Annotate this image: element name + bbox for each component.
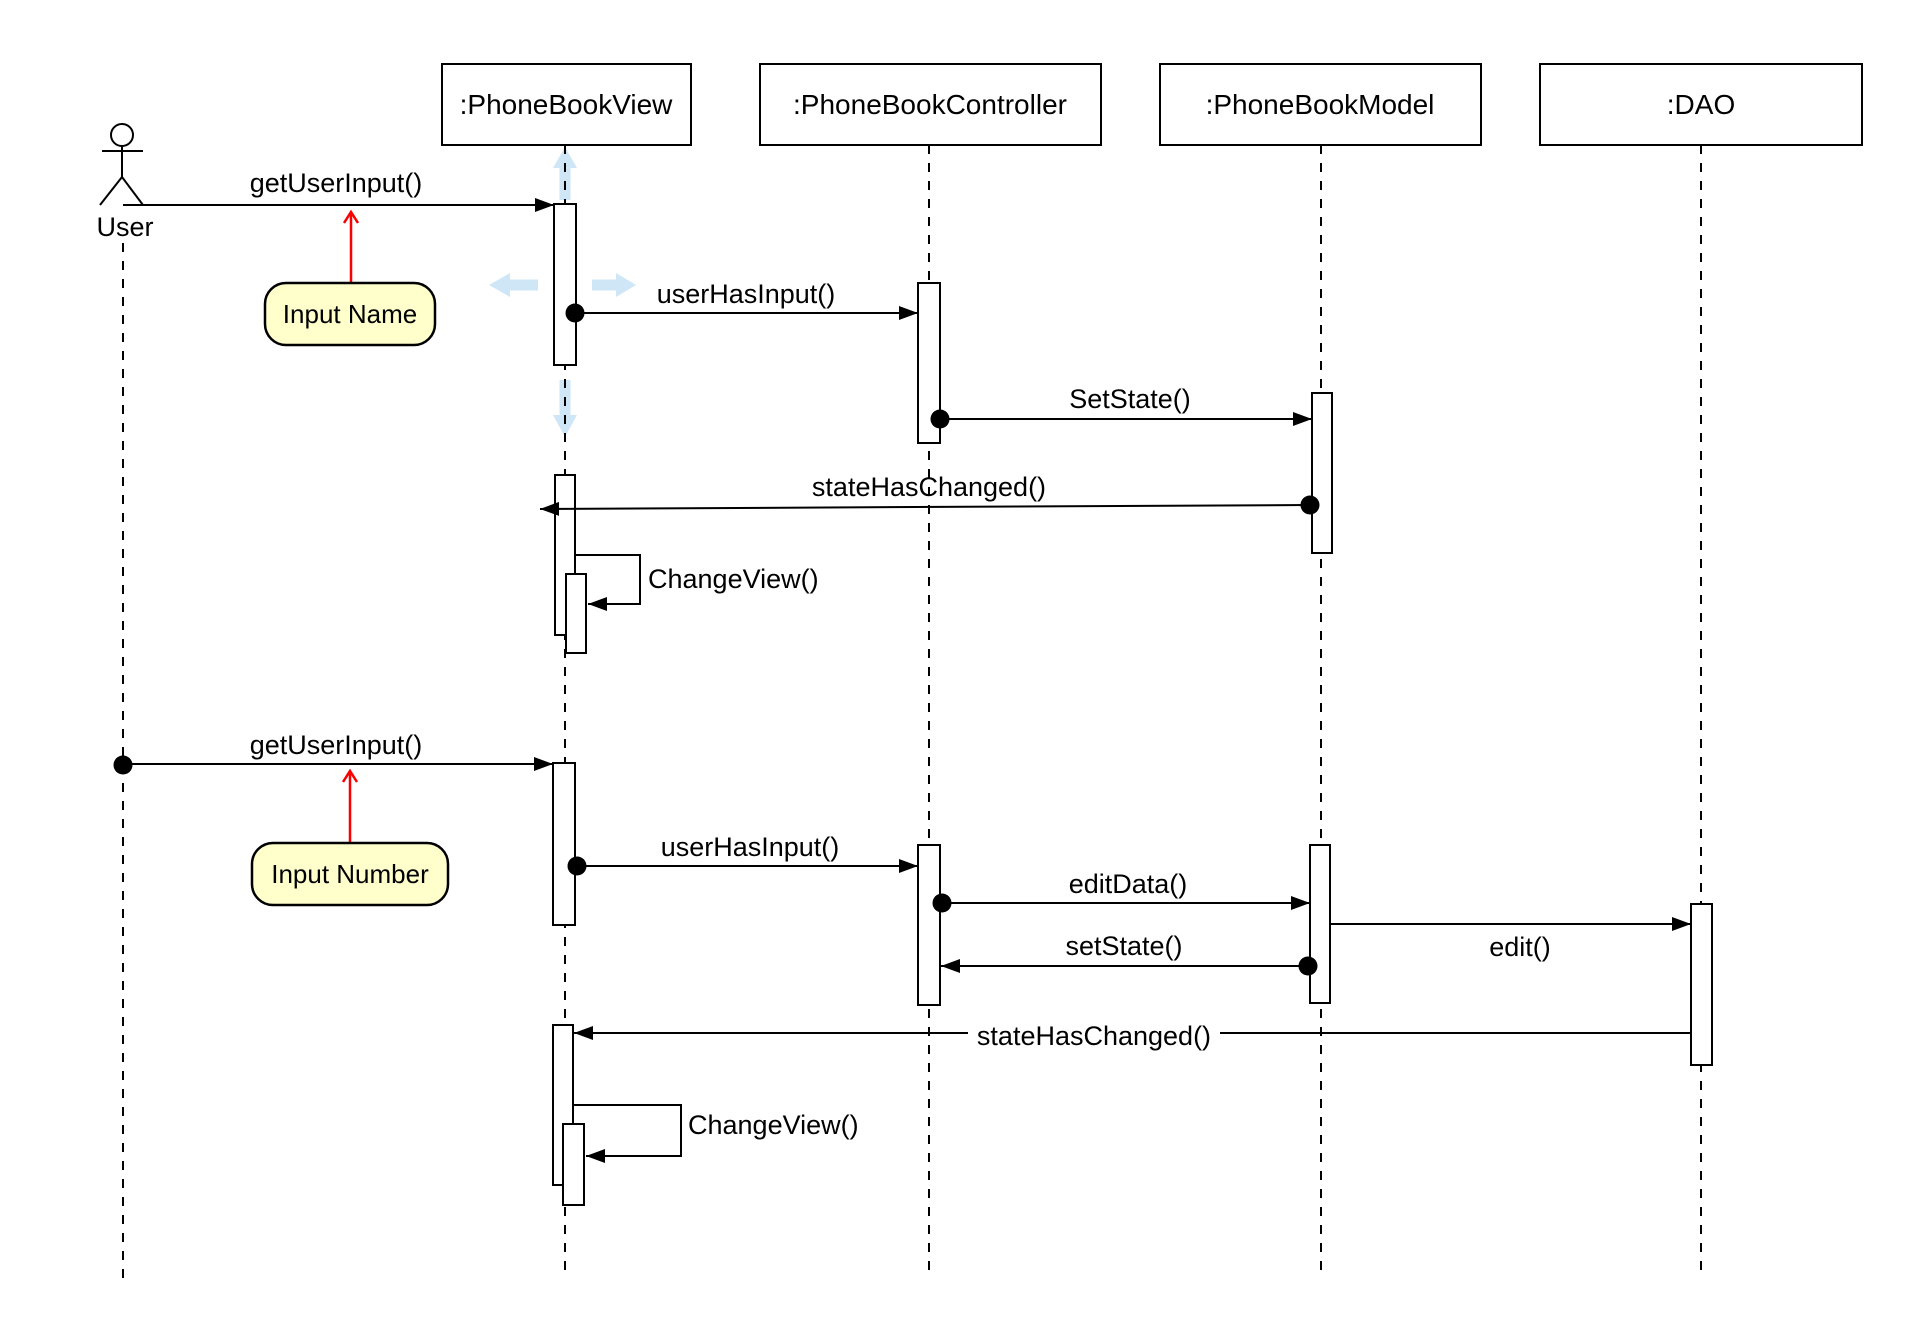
move-left-icon[interactable]	[489, 273, 538, 297]
activation-bar-model-1[interactable]	[1311, 392, 1333, 554]
message-changeview-1[interactable]: ChangeView()	[575, 554, 819, 611]
message-label: setState()	[1065, 931, 1182, 961]
message-label: editData()	[1069, 869, 1188, 899]
note-box[interactable]	[250, 841, 450, 907]
message-setstate-2[interactable]: setState()	[941, 931, 1308, 973]
message-edit[interactable]: edit()	[1330, 917, 1691, 962]
message-origin-dot	[1298, 956, 1318, 976]
note-input-name[interactable]: Input Name	[263, 209, 437, 347]
message-label: userHasInput()	[661, 832, 840, 862]
note-label: Input Number	[271, 859, 429, 889]
message-changeview-2[interactable]: ChangeView()	[573, 1104, 859, 1163]
activation-bar-view-3[interactable]	[552, 762, 576, 926]
message-userhasinput-2[interactable]: userHasInput()	[577, 832, 918, 873]
participant-box[interactable]	[1539, 63, 1863, 146]
move-up-icon[interactable]	[553, 147, 577, 200]
message-label: ChangeView()	[648, 564, 819, 594]
message-statehaschanged-1[interactable]: stateHasChanged()	[539, 472, 1311, 516]
message-origin-dot	[565, 303, 585, 323]
participant-label: :PhoneBookView	[460, 89, 674, 120]
move-right-icon[interactable]	[592, 273, 636, 297]
message-line[interactable]	[539, 501, 1311, 516]
message-origin-dot	[567, 856, 587, 876]
message-origin-dot	[113, 755, 133, 775]
actor-icon[interactable]	[99, 123, 144, 206]
message-label: getUserInput()	[250, 730, 423, 760]
note-input-number[interactable]: Input Number	[250, 768, 450, 907]
message-label-background	[968, 1018, 1220, 1056]
message-origin-dot	[930, 409, 950, 429]
message-label: stateHasChanged()	[977, 1021, 1211, 1051]
message-origin-dot	[932, 893, 952, 913]
participant-phonebookmodel[interactable]: :PhoneBookModel	[1159, 63, 1482, 146]
message-label: userHasInput()	[657, 279, 836, 309]
participant-box[interactable]	[441, 63, 692, 146]
participant-label: :DAO	[1667, 89, 1735, 120]
activation-bar-view-1[interactable]	[553, 203, 577, 366]
message-getuserinput-1[interactable]: getUserInput()	[123, 168, 554, 212]
participant-dao[interactable]: :DAO	[1539, 63, 1863, 146]
actor-label: User	[96, 212, 153, 242]
actor-user[interactable]: User	[96, 123, 154, 242]
message-setstate-1[interactable]: SetState()	[940, 384, 1312, 426]
activation-bar-model-2[interactable]	[1309, 844, 1331, 1004]
message-origin-dot	[1300, 495, 1320, 515]
move-down-icon[interactable]	[553, 380, 577, 437]
message-editdata[interactable]: editData()	[942, 869, 1310, 910]
activation-bar-controller-1[interactable]	[917, 282, 941, 444]
note-box[interactable]	[263, 281, 437, 347]
message-label: stateHasChanged()	[812, 472, 1046, 502]
participant-box[interactable]	[759, 63, 1102, 146]
message-userhasinput-1[interactable]: userHasInput()	[575, 279, 918, 320]
message-statehaschanged-2[interactable]: stateHasChanged()	[574, 1018, 1691, 1056]
message-getuserinput-2[interactable]: getUserInput()	[123, 730, 553, 771]
note-label: Input Name	[283, 299, 417, 329]
activation-bar-view-4-nested[interactable]	[562, 1123, 585, 1206]
message-label: edit()	[1489, 932, 1551, 962]
message-origin-dots	[113, 303, 1320, 976]
move-affordance-arrows	[489, 147, 636, 437]
participant-box[interactable]	[1159, 63, 1482, 146]
activation-bar-view-2-nested[interactable]	[565, 573, 587, 654]
participant-phonebookcontroller[interactable]: :PhoneBookController	[759, 63, 1102, 146]
self-message-line[interactable]	[573, 1104, 682, 1163]
activation-bar-dao[interactable]	[1690, 903, 1713, 1066]
message-label: SetState()	[1069, 384, 1191, 414]
participant-phonebookview[interactable]: :PhoneBookView	[441, 63, 692, 146]
self-message-line[interactable]	[575, 554, 641, 611]
message-label: ChangeView()	[688, 1110, 859, 1140]
participant-label: :PhoneBookController	[793, 89, 1067, 120]
message-label: getUserInput()	[250, 168, 423, 198]
participant-label: :PhoneBookModel	[1206, 89, 1435, 120]
activation-bar-controller-2[interactable]	[917, 844, 941, 1006]
